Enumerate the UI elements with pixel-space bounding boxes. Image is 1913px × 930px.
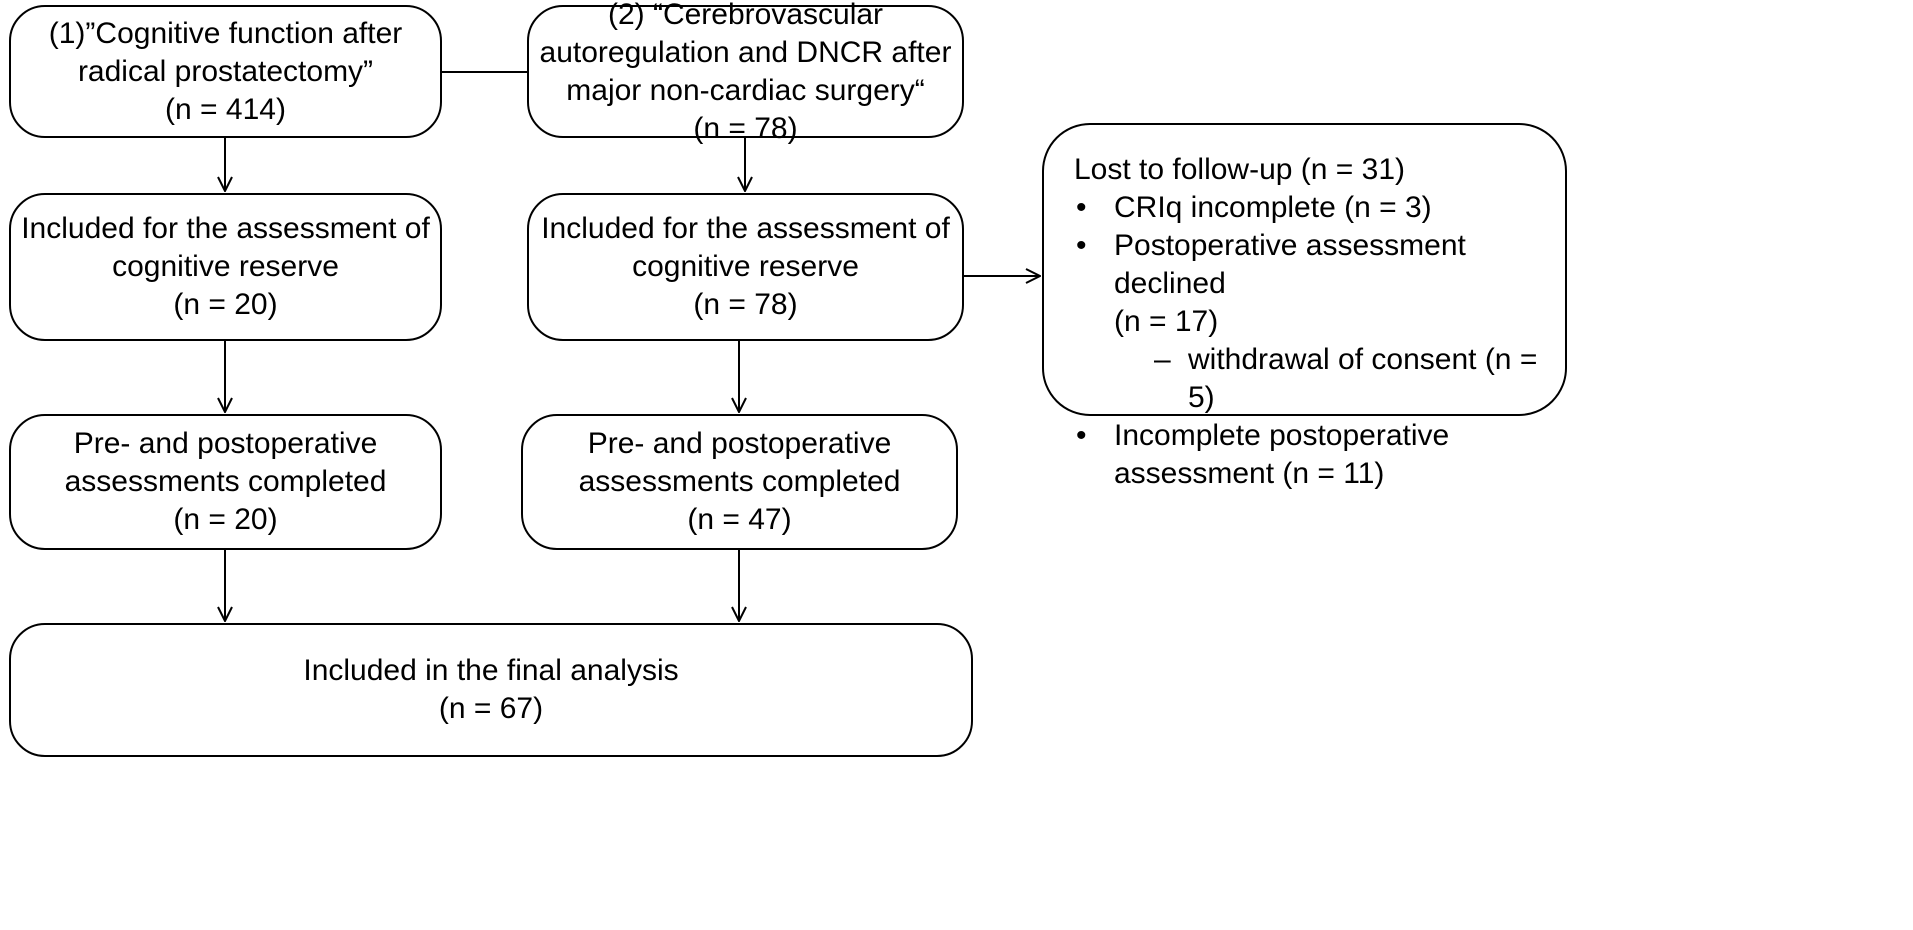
included2-count: (n = 78) — [693, 288, 798, 321]
included2-line1: Included for the assessment of — [541, 212, 950, 245]
included1-line2: cognitive reserve — [112, 250, 339, 283]
lost-to-follow-up-box: Lost to follow-up (n = 31) • CRIq incomp… — [1042, 123, 1567, 490]
lost-to-follow-up-title: Lost to follow-up (n = 31) — [1074, 153, 1406, 186]
included2-box: Included for the assessment of cognitive… — [527, 193, 964, 341]
study1-box: (1)”Cognitive function after radical pro… — [9, 5, 442, 138]
study2-title-line2: autoregulation and DNCR after — [539, 35, 952, 69]
lost-subitem-withdrawal-text: withdrawal of consent (n = 5) — [1188, 343, 1538, 414]
lost-subitem-withdrawal: – withdrawal of consent (n = 5) — [1074, 341, 1565, 417]
lost-item-incomplete-line2: assessment (n = 11) — [1114, 457, 1385, 490]
completed1-count: (n = 20) — [173, 503, 278, 536]
lost-item-criq-text: CRIq incomplete (n = 3) — [1114, 191, 1432, 224]
completed1-line1: Pre- and postoperative — [73, 427, 378, 460]
dash-icon: – — [1154, 343, 1171, 376]
lost-item-criq: • CRIq incomplete (n = 3) — [1074, 189, 1432, 227]
study1-title-line1: (1)”Cognitive function after — [48, 16, 403, 50]
lost-item-incomplete-line1: Incomplete postoperative — [1114, 419, 1450, 452]
study2-title-line3: major non-cardiac surgery“ — [566, 73, 925, 107]
study1-title-line2: radical prostatectomy” — [77, 54, 374, 88]
lost-item-incomplete: • Incomplete postoperative assessment (n… — [1074, 417, 1449, 493]
lost-item-declined-line2: (n = 17) — [1114, 305, 1219, 338]
included1-box: Included for the assessment of cognitive… — [9, 193, 442, 341]
completed2-line1: Pre- and postoperative — [587, 427, 892, 460]
completed2-box: Pre- and postoperative assessments compl… — [521, 414, 958, 550]
final-analysis-label: Included in the final analysis — [303, 654, 679, 687]
completed1-line2: assessments completed — [64, 465, 387, 498]
study1-count: (n = 414) — [165, 92, 286, 126]
bullet-icon: • — [1076, 419, 1087, 452]
final-analysis-count: (n = 67) — [438, 692, 544, 725]
completed2-count: (n = 47) — [687, 503, 792, 536]
completed1-box: Pre- and postoperative assessments compl… — [9, 414, 442, 550]
lost-item-declined-line1: Postoperative assessment declined — [1114, 229, 1466, 300]
bullet-icon: • — [1076, 191, 1087, 224]
study2-title-line1: (2) “Cerebrovascular — [607, 0, 884, 31]
bullet-icon: • — [1076, 229, 1087, 262]
included1-count: (n = 20) — [173, 288, 278, 321]
study2-count: (n = 78) — [693, 111, 798, 145]
lost-item-declined: • Postoperative assessment declined (n =… — [1074, 227, 1565, 341]
completed2-line2: assessments completed — [578, 465, 901, 498]
study2-box: (2) “Cerebrovascular autoregulation and … — [527, 0, 964, 145]
included1-line1: Included for the assessment of — [21, 212, 430, 245]
included2-line2: cognitive reserve — [632, 250, 859, 283]
final-analysis-box: Included in the final analysis (n = 67) — [9, 623, 973, 757]
